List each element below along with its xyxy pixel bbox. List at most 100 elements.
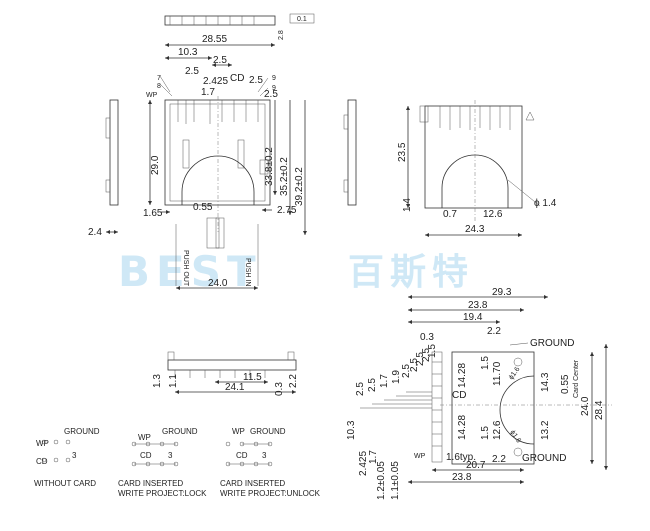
label-push-in: PUSH IN: [244, 258, 251, 286]
pcb-label-wp: WP: [414, 453, 426, 460]
pin-9b: 9: [272, 85, 276, 92]
side-profile: [109, 99, 119, 206]
pcb-dim-19-4: 19.4: [463, 312, 483, 323]
pcb-dim-1-7: 1.7: [368, 450, 379, 464]
dim-1-7: 1.7: [201, 87, 215, 98]
front-view: 23.5 1.4 0.7 12.6 24.3 ϕ 1.4: [343, 99, 557, 237]
dim-39-2: 39.2±0.2: [294, 167, 305, 206]
pcb-dim-2-2-top: 2.2: [487, 326, 501, 337]
dim-11-5: 11.5: [243, 372, 262, 383]
dim-28-55: 28.55: [202, 34, 227, 45]
dim-35-2: 35.2±0.2: [279, 157, 290, 196]
svg-text:3: 3: [262, 451, 267, 460]
dim-1-4: 1.4: [402, 198, 413, 212]
svg-text:WP: WP: [138, 433, 151, 442]
pcb-dim-1-2-pm: 1.2±0.05: [376, 461, 387, 500]
pcb-pitch-2: 1.7: [379, 374, 390, 388]
dim-2-5-d: 2.5: [264, 89, 278, 100]
side-bottom-view: 1.3 1.1 11.5 24.1 0.3 2.2: [152, 351, 299, 396]
pcb-dim-2-2-bot: 2.2: [492, 454, 506, 465]
pcb-dim-14-28-a: 14.28: [457, 363, 468, 388]
pcb-outline: [451, 351, 535, 465]
dim-0-7: 0.7: [443, 209, 457, 220]
pcb-dim-23-8-bot: 23.8: [452, 472, 472, 483]
legend-caption: WITHOUT CARD: [34, 479, 96, 488]
bottom-pins: [174, 370, 266, 378]
dim-0-55: 0.55: [193, 202, 213, 213]
label-push-out: PUSH OUT: [182, 250, 189, 287]
dim-29-0: 29.0: [150, 155, 161, 175]
pcb-dim-10-3: 10.3: [346, 420, 357, 440]
dim-1-65: 1.65: [143, 208, 163, 219]
svg-text:GROUND: GROUND: [162, 427, 198, 436]
legend-caption-2: WRITE PROJECT:LOCK: [118, 489, 207, 498]
flatness-box: [289, 13, 315, 24]
pcb-pad-column: [431, 351, 443, 463]
pcb-dim-11-70: 11.70: [492, 361, 503, 386]
pcb-dim-23-8-top: 23.8: [468, 300, 488, 311]
pcb-pitch-7: 2.5: [421, 348, 432, 362]
pcb-dim-1-6-typ: 1.6typ.: [446, 452, 476, 463]
pcb-dim-14-3: 14.3: [540, 372, 551, 392]
watermark-cjk: 百斯特: [348, 252, 474, 293]
dim-2-2: 2.2: [288, 374, 299, 388]
pcb-dim-2-425: 2.425: [358, 451, 369, 476]
pin-9a: 9: [272, 75, 276, 82]
contact-springs: [177, 100, 259, 124]
front-contacts: [439, 106, 511, 130]
svg-text:GROUND: GROUND: [64, 427, 100, 436]
dim-12-6: 12.6: [483, 209, 503, 220]
pcb-label-cd: CD: [452, 390, 466, 401]
dim-2-75: 2.75: [277, 205, 297, 216]
dim-24-3: 24.3: [465, 224, 485, 235]
flatness-label: 0.1: [297, 16, 307, 23]
pcb-dim-29-3: 29.3: [492, 287, 512, 298]
pcb-dim-14-28-b: 14.28: [457, 415, 468, 440]
svg-text:3: 3: [168, 451, 173, 460]
dim-0-3: 0.3: [274, 382, 285, 396]
pcb-dim-28-4: 28.4: [594, 400, 605, 420]
dim-10-3: 10.3: [178, 47, 198, 58]
pcb-dim-12-6: 12.6: [492, 420, 503, 440]
front-body: [424, 105, 523, 209]
dim-2-8: 2.8: [278, 30, 285, 40]
pcb-dim-20-7: 20.7: [466, 460, 486, 471]
pcb-pitch-3: 1.9: [391, 370, 402, 384]
dim-2-5-c: 2.5: [249, 75, 263, 86]
label-wp: WP: [146, 92, 158, 99]
pcb-card-arc: [499, 375, 535, 445]
pcb-pitch-0: 2.5: [355, 382, 366, 396]
legend-inserted-lock: WP GROUND CD 3 CARD INSERTED WRITE PROJE…: [118, 427, 207, 498]
pcb-pitch-1: 2.5: [367, 378, 378, 392]
top-view: 0.1 2.8 28.55 10.3 2.5 2.5 2.425 1.7 2.5…: [88, 13, 315, 290]
pcb-dim-1-1-pm: 1.1±0.05: [390, 461, 401, 500]
legend-without-card: WP GROUND CD 3 WITHOUT CARD: [34, 427, 100, 488]
pcb-card-center: Card Center: [573, 359, 580, 398]
svg-text:WP: WP: [232, 427, 245, 436]
pin-7: 7: [157, 75, 161, 82]
dim-33-8: 33.8±0.2: [264, 147, 275, 186]
dim-2-5-b: 2.5: [185, 66, 199, 77]
pcb-pitch-8: 1.5: [427, 344, 438, 358]
pcb-dim-24-0: 24.0: [580, 396, 591, 416]
dim-side-2-4: 2.4: [88, 227, 102, 238]
pcb-pitch-4: 2.5: [401, 364, 412, 378]
pcb-pitch-5: 2.5: [409, 358, 420, 372]
pcb-ground-top: GROUND: [530, 338, 574, 349]
dim-1-3: 1.3: [152, 374, 163, 388]
pcb-dim-0-55: 0.55: [560, 374, 571, 394]
connector-body: [164, 99, 271, 206]
dim-24-0: 24.0: [208, 278, 228, 289]
pcb-dim-0-3: 0.3: [420, 332, 434, 343]
pcb-pitch-6: 2.5: [415, 352, 426, 366]
svg-text:CD: CD: [140, 451, 152, 460]
pcb-ground-bottom: GROUND: [522, 453, 566, 464]
top-edge-pins: [169, 16, 255, 25]
dim-2-5-a: 2.5: [213, 55, 227, 66]
dim-2-425: 2.425: [203, 76, 228, 87]
legend-inserted-unlock: WP GROUND CD 3 CARD INSERTED WRITE PROJE…: [220, 427, 321, 498]
pcb-dim-1-5-b: 1.5: [480, 426, 491, 440]
top-edge-profile: [164, 15, 276, 26]
dim-24-1: 24.1: [225, 382, 245, 393]
